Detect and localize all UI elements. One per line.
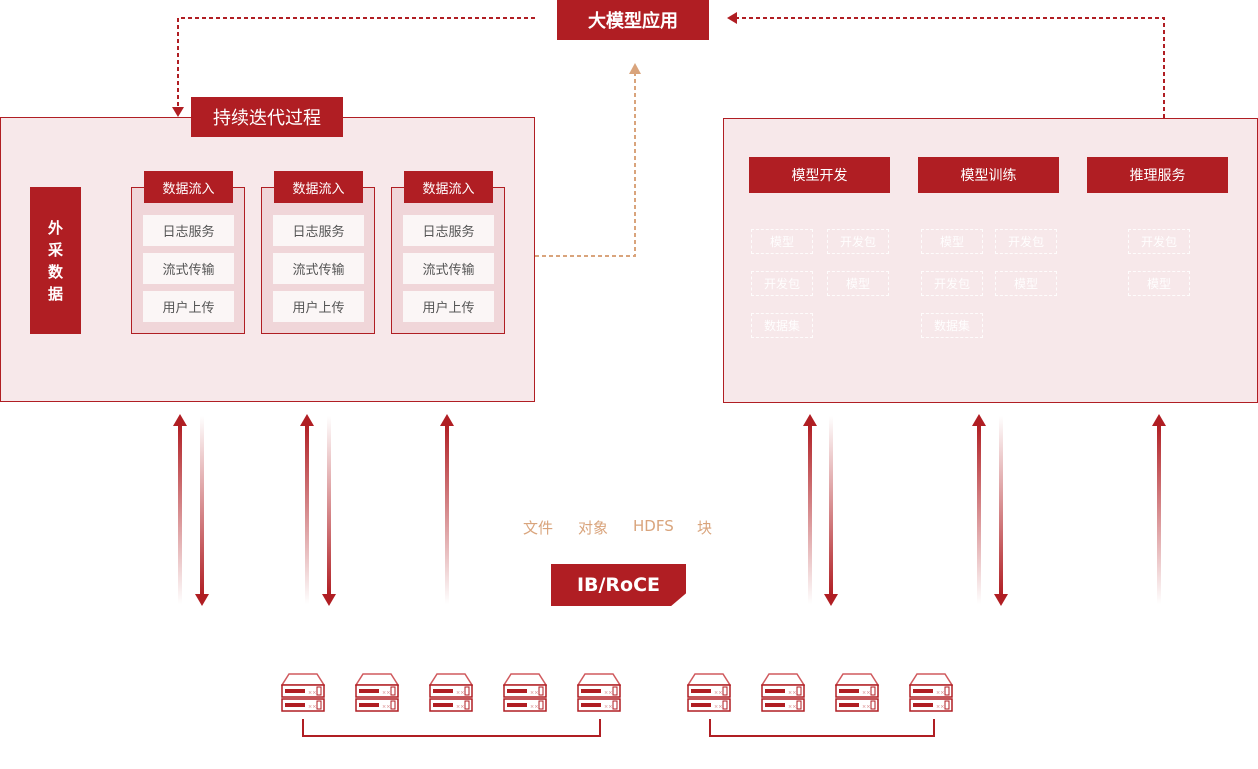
storage-server-icon: ⨯⨯ ⨯⨯: [576, 673, 622, 713]
inflow-header: 数据流入: [274, 171, 363, 203]
upload-arrow: [173, 414, 187, 604]
upload-arrow: [972, 414, 986, 604]
protocol-file: 文件: [523, 519, 554, 537]
svg-text:⨯⨯: ⨯⨯: [862, 690, 870, 696]
storage-server-icon: ⨯⨯ ⨯⨯: [760, 673, 806, 713]
protocol-block: 块: [697, 519, 713, 537]
svg-text:⨯⨯: ⨯⨯: [456, 704, 464, 710]
external-data-block: 外 采 数 据: [30, 187, 81, 334]
external-data-char: 据: [47, 284, 63, 303]
asset-chip: 模型: [921, 229, 983, 254]
svg-text:⨯⨯: ⨯⨯: [936, 704, 944, 710]
asset-chip: 数据集: [921, 313, 983, 338]
svg-text:⨯⨯: ⨯⨯: [714, 690, 722, 696]
feedback-arrow-left: [172, 17, 535, 117]
protocol-object: 对象: [578, 519, 609, 537]
download-arrow: [824, 416, 838, 606]
asset-chip: 开发包: [995, 229, 1057, 254]
inflow-item-user-upload: 用户上传: [273, 291, 364, 322]
svg-text:⨯⨯: ⨯⨯: [788, 690, 796, 696]
asset-chip: 模型: [995, 271, 1057, 296]
inflow-header: 数据流入: [144, 171, 233, 203]
svg-text:⨯⨯: ⨯⨯: [936, 690, 944, 696]
storage-server-icon: ⨯⨯ ⨯⨯: [908, 673, 954, 713]
inflow-item-log-service: 日志服务: [143, 215, 234, 246]
download-arrow: [994, 416, 1008, 606]
svg-text:⨯⨯: ⨯⨯: [530, 704, 538, 710]
download-arrow: [195, 416, 209, 606]
svg-text:⨯⨯: ⨯⨯: [308, 704, 316, 710]
service-model-development: 模型开发: [749, 157, 890, 193]
inflow-item-streaming: 流式传输: [273, 253, 364, 284]
asset-chip: 数据集: [751, 313, 813, 338]
svg-text:⨯⨯: ⨯⨯: [308, 690, 316, 696]
download-arrow: [322, 416, 336, 606]
svg-text:⨯⨯: ⨯⨯: [530, 690, 538, 696]
svg-text:⨯⨯: ⨯⨯: [604, 704, 612, 710]
network-label: IB/RoCE: [551, 564, 686, 606]
inflow-item-user-upload: 用户上传: [143, 291, 234, 322]
external-data-char: 外: [47, 218, 63, 237]
storage-server-icon: ⨯⨯ ⨯⨯: [428, 673, 474, 713]
inflow-header: 数据流入: [404, 171, 493, 203]
external-data-char: 采: [47, 240, 63, 259]
inflow-item-log-service: 日志服务: [403, 215, 494, 246]
upload-arrow: [803, 414, 817, 604]
output-arrow-orange: [535, 63, 641, 257]
upload-arrow: [440, 414, 454, 604]
svg-text:⨯⨯: ⨯⨯: [788, 704, 796, 710]
cluster-bracket: [709, 719, 935, 737]
inflow-item-streaming: 流式传输: [403, 253, 494, 284]
inflow-group: 数据流入 日志服务 流式传输 用户上传: [131, 171, 245, 334]
storage-server-icon: ⨯⨯ ⨯⨯: [354, 673, 400, 713]
service-inference: 推理服务: [1087, 157, 1228, 193]
asset-chip: 开发包: [751, 271, 813, 296]
protocol-hdfs: HDFS: [633, 517, 674, 535]
service-model-training: 模型训练: [918, 157, 1059, 193]
asset-chip: 开发包: [921, 271, 983, 296]
svg-text:⨯⨯: ⨯⨯: [382, 704, 390, 710]
external-data-char: 数: [47, 262, 63, 281]
svg-text:⨯⨯: ⨯⨯: [714, 704, 722, 710]
storage-server-icon: ⨯⨯ ⨯⨯: [686, 673, 732, 713]
inflow-item-user-upload: 用户上传: [403, 291, 494, 322]
storage-server-icon: ⨯⨯ ⨯⨯: [280, 673, 326, 713]
asset-chip: 模型: [751, 229, 813, 254]
feedback-arrow-right: [727, 12, 1165, 118]
storage-server-icon: ⨯⨯ ⨯⨯: [834, 673, 880, 713]
asset-chip: 模型: [827, 271, 889, 296]
asset-chip: 开发包: [1128, 229, 1190, 254]
svg-text:⨯⨯: ⨯⨯: [604, 690, 612, 696]
asset-chip: 模型: [1128, 271, 1190, 296]
inflow-group: 数据流入 日志服务 流式传输 用户上传: [391, 171, 505, 334]
svg-text:⨯⨯: ⨯⨯: [862, 704, 870, 710]
inflow-group: 数据流入 日志服务 流式传输 用户上传: [261, 171, 375, 334]
llm-application-label: 大模型应用: [557, 0, 709, 40]
storage-server-icon: ⨯⨯ ⨯⨯: [502, 673, 548, 713]
inflow-item-streaming: 流式传输: [143, 253, 234, 284]
iteration-panel-title: 持续迭代过程: [191, 97, 343, 137]
upload-arrow: [300, 414, 314, 604]
svg-text:⨯⨯: ⨯⨯: [382, 690, 390, 696]
asset-chip: 开发包: [827, 229, 889, 254]
inflow-item-log-service: 日志服务: [273, 215, 364, 246]
cluster-bracket: [302, 719, 601, 737]
upload-arrow: [1152, 414, 1166, 604]
svg-text:⨯⨯: ⨯⨯: [456, 690, 464, 696]
